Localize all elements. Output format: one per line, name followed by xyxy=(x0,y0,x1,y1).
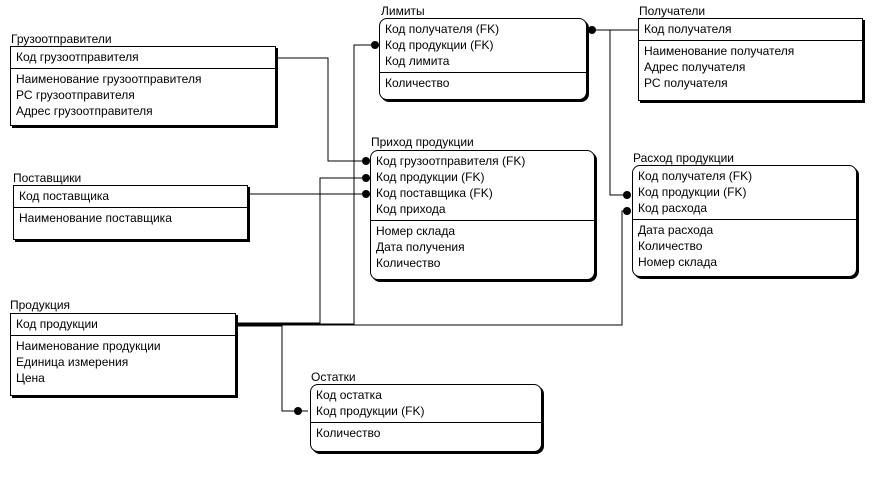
attr-stock-product-fk: Код продукции (FK) xyxy=(316,404,425,418)
entity-title-income: Приход продукции xyxy=(371,135,474,149)
entity-products[interactable]: Код продукции Наименование продукции Еди… xyxy=(10,313,236,396)
entity-title-recipients: Получатели xyxy=(639,4,706,18)
pk-section: Код грузоотправителя (FK) Код продукции … xyxy=(371,151,594,220)
attr-section: Наименование грузоотправителя РС грузоот… xyxy=(11,68,275,122)
rel-dot xyxy=(362,157,370,165)
attr-shipper-account: РС грузоотправителя xyxy=(16,88,135,102)
attr-income-warehouse: Номер склада xyxy=(376,224,456,238)
entity-shippers[interactable]: Код грузоотправителя Наименование грузоо… xyxy=(10,46,276,126)
attr-product-unit: Единица измерения xyxy=(16,355,129,369)
pk-section: Код грузоотправителя xyxy=(11,47,275,68)
attr-section: Наименование получателя Адрес получателя… xyxy=(639,40,862,94)
attr-recipient-name: Наименование получателя xyxy=(644,44,795,58)
entity-suppliers[interactable]: Код поставщика Наименование поставщика xyxy=(13,185,248,240)
entity-title-shippers: Грузоотправители xyxy=(11,32,112,46)
rel-dot xyxy=(588,26,596,34)
rel-dot xyxy=(371,41,379,49)
entity-title-limits: Лимиты xyxy=(381,4,425,18)
attr-stock-quantity: Количество xyxy=(316,426,381,440)
attr-shipper-name: Наименование грузоотправителя xyxy=(16,72,202,86)
attr-product-name: Наименование продукции xyxy=(16,339,161,353)
rel-dot xyxy=(623,191,631,199)
attr-section: Наименование продукции Единица измерения… xyxy=(11,335,235,389)
attr-income-code: Код прихода xyxy=(376,202,446,216)
rel-products-income xyxy=(236,177,370,324)
rel-products-limits xyxy=(236,44,378,325)
attr-limit-quantity: Количество xyxy=(385,76,450,90)
pk-section: Код остатка Код продукции (FK) xyxy=(311,385,541,422)
attr-shipper-code: Код грузоотправителя xyxy=(16,50,139,64)
entity-title-products: Продукция xyxy=(10,298,71,312)
attr-income-supplier-fk: Код поставщика (FK) xyxy=(376,186,493,200)
pk-section: Код получателя xyxy=(639,19,862,40)
attr-expense-quantity: Количество xyxy=(638,239,703,253)
attr-recipient-code: Код получателя xyxy=(644,22,732,36)
attr-income-product-fk: Код продукции (FK) xyxy=(376,170,485,184)
attr-product-price: Цена xyxy=(16,371,45,385)
attr-section: Количество xyxy=(380,72,586,94)
attr-limit-recipient-fk: Код получателя (FK) xyxy=(385,22,500,36)
attr-section: Номер склада Дата получения Количество xyxy=(371,220,594,274)
pk-section: Код продукции xyxy=(11,314,235,335)
attr-shipper-address: Адрес грузоотправителя xyxy=(16,104,153,118)
rel-recipients-expense xyxy=(609,30,630,196)
attr-limit-product-fk: Код продукции (FK) xyxy=(385,38,494,52)
attr-stock-code: Код остатка xyxy=(316,388,382,402)
pk-section: Код получателя (FK) Код продукции (FK) К… xyxy=(380,19,586,72)
entity-title-suppliers: Поставщики xyxy=(13,171,82,185)
attr-product-code: Код продукции xyxy=(16,317,98,331)
rel-dot xyxy=(623,207,631,215)
attr-supplier-code: Код поставщика xyxy=(19,189,110,203)
entity-income[interactable]: Код грузоотправителя (FK) Код продукции … xyxy=(370,150,595,280)
rel-dot xyxy=(362,174,370,182)
entity-stock[interactable]: Код остатка Код продукции (FK) Количеств… xyxy=(310,384,542,452)
attr-expense-warehouse: Номер склада xyxy=(638,255,718,269)
rel-dot xyxy=(294,407,302,415)
entity-recipients[interactable]: Код получателя Наименование получателя А… xyxy=(638,18,863,101)
attr-section: Наименование поставщика xyxy=(14,207,247,229)
attr-income-date: Дата получения xyxy=(376,240,465,254)
attr-recipient-address: Адрес получателя xyxy=(644,60,746,74)
attr-income-shipper-fk: Код грузоотправителя (FK) xyxy=(376,154,526,168)
attr-recipient-account: РС получателя xyxy=(644,76,728,90)
entity-title-expense: Расход продукции xyxy=(633,151,735,165)
rel-dot xyxy=(362,190,370,198)
attr-section: Количество xyxy=(311,422,541,444)
attr-supplier-name: Наименование поставщика xyxy=(19,211,172,225)
attr-income-quantity: Количество xyxy=(376,256,441,270)
attr-expense-date: Дата расхода xyxy=(638,223,714,237)
entity-limits[interactable]: Код получателя (FK) Код продукции (FK) К… xyxy=(379,18,587,100)
entity-expense[interactable]: Код получателя (FK) Код продукции (FK) К… xyxy=(632,165,857,277)
entity-title-stock: Остатки xyxy=(311,370,356,384)
attr-section: Дата расхода Количество Номер склада xyxy=(633,219,856,273)
attr-expense-code: Код расхода xyxy=(638,201,708,215)
attr-expense-recipient-fk: Код получателя (FK) xyxy=(638,169,753,183)
pk-section: Код поставщика xyxy=(14,186,247,207)
pk-section: Код получателя (FK) Код продукции (FK) К… xyxy=(633,166,856,219)
attr-limit-code: Код лимита xyxy=(385,54,450,68)
rel-products-stock xyxy=(236,325,308,412)
attr-expense-product-fk: Код продукции (FK) xyxy=(638,185,747,199)
rel-shippers-income xyxy=(276,57,370,162)
